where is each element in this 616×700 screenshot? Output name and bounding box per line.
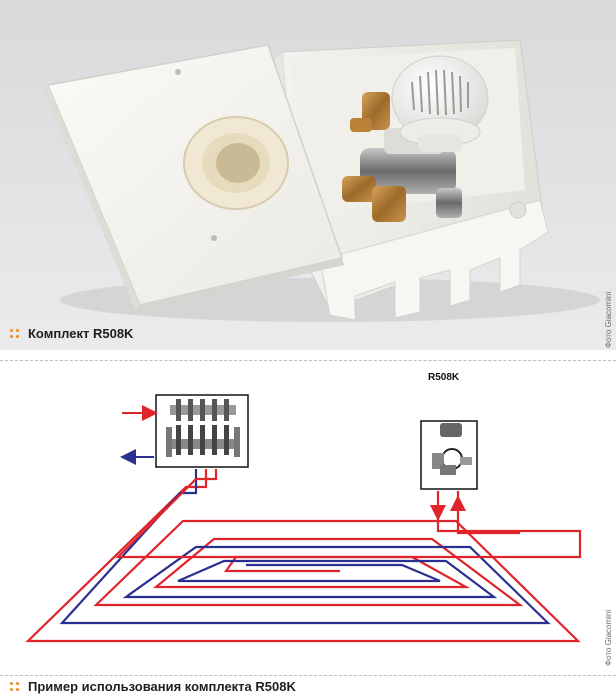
supply-pipe — [25, 469, 581, 643]
installation-diagram — [0, 360, 616, 676]
diagram-credit: Фото Giacomini — [604, 609, 613, 666]
thermostatic-head — [391, 55, 489, 152]
supply-pipe-to-r508k — [115, 469, 582, 559]
r508k-label: R508K — [428, 372, 460, 383]
r508k-outlet-pipe — [456, 491, 520, 535]
return-pipe — [59, 469, 551, 625]
caption-bullet-icon — [10, 329, 19, 338]
product-photo: Комплект R508K — [0, 0, 616, 350]
divider — [0, 350, 616, 360]
r508k-unit — [420, 420, 478, 490]
photo-caption: Комплект R508K — [10, 326, 133, 341]
manifold — [155, 394, 249, 468]
diagram-caption-text: Пример использования комплекта R508K — [28, 679, 296, 694]
heating-loop-diagram — [25, 394, 582, 643]
photo-credit: Фото Giacomini — [604, 291, 613, 348]
product-photo-illustration — [44, 39, 600, 322]
diagram-caption: Пример использования комплекта R508K — [10, 679, 296, 694]
caption-bullet-icon — [10, 682, 19, 691]
box-lid — [44, 44, 344, 312]
photo-caption-text: Комплект R508K — [28, 326, 134, 341]
